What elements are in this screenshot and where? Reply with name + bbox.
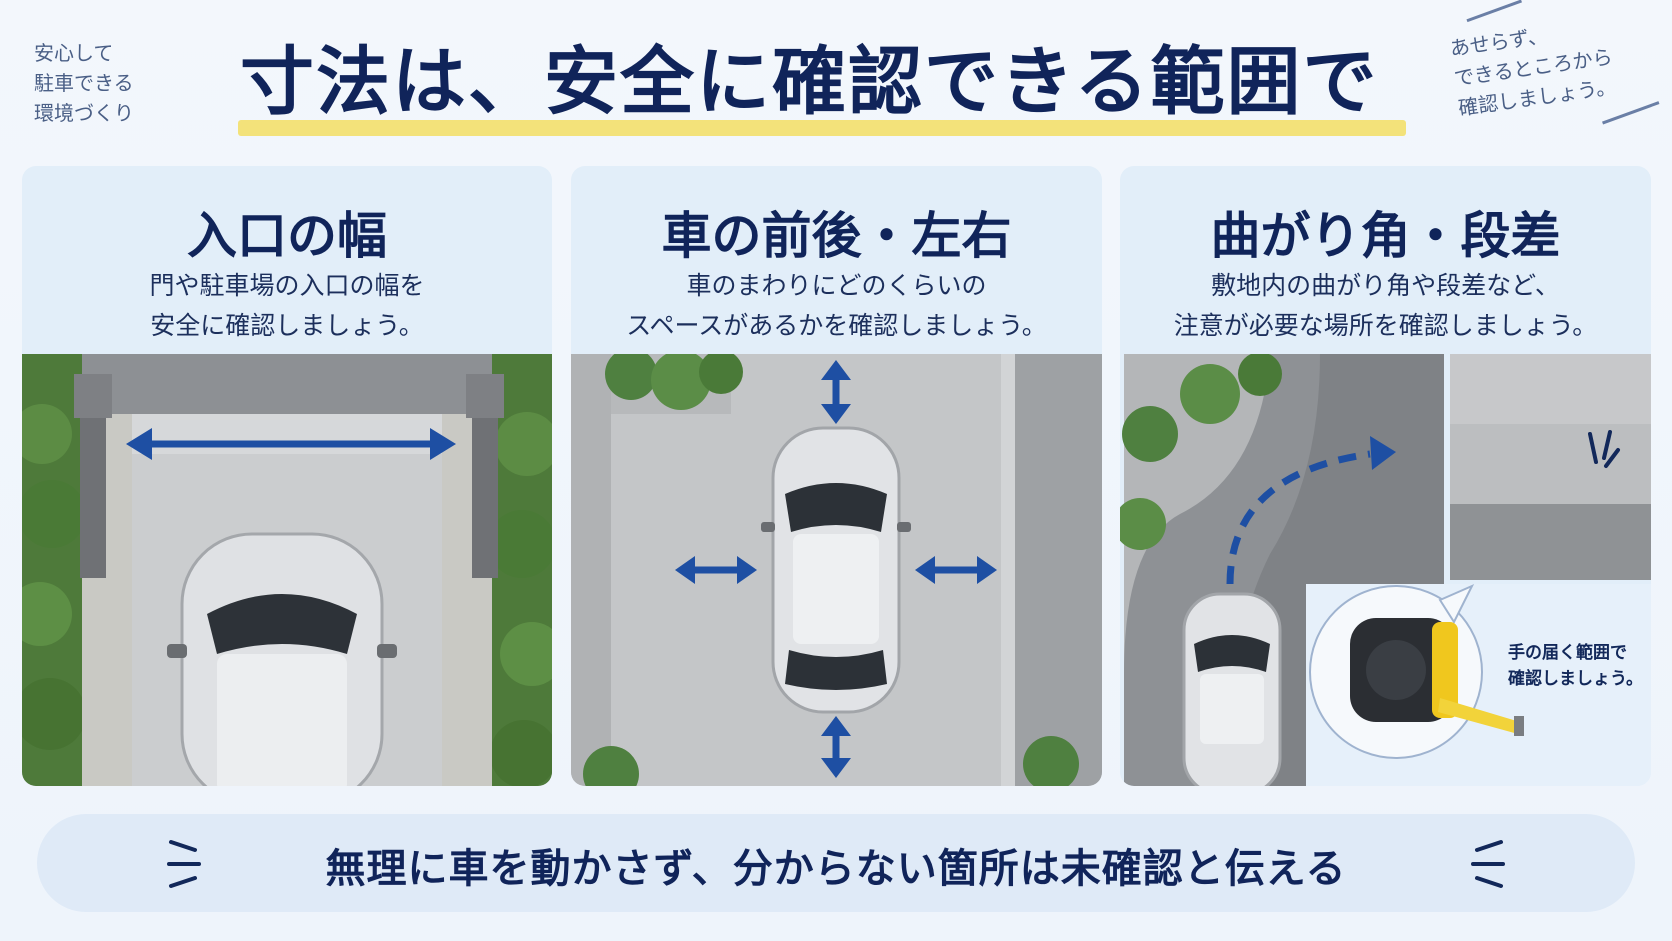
panel-description: 車のまわりにどのくらいの スペースがあるかを確認しましょう。 (571, 266, 1102, 346)
double-arrow-icon (821, 360, 851, 424)
description-line: スペースがあるかを確認しましょう。 (626, 311, 1047, 340)
callout-text: 手の届く範囲で 確認しましょう。 (1508, 640, 1643, 692)
description-line: 注意が必要な場所を確認しましょう。 (1173, 311, 1598, 340)
panel-description: 門や駐車場の入口の幅を 安全に確認しましょう。 (22, 266, 552, 346)
panel-title: 曲がり角・段差 (1210, 207, 1561, 265)
entrance-photo (22, 354, 552, 786)
panel-title: 入口の幅 (187, 207, 387, 265)
corner-note-line: 駐車できる (34, 71, 134, 95)
title-highlight (238, 120, 1406, 136)
car-icon (1182, 592, 1282, 786)
callout-line: 手の届く範囲で (1508, 643, 1627, 663)
corner-note-line: 安心して (34, 41, 114, 65)
spark-icon (1588, 430, 1620, 468)
panel-entrance-width: 入口の幅 門や駐車場の入口の幅を 安全に確認しましょう。 (22, 166, 552, 786)
tape-measure-icon (1350, 618, 1524, 736)
corner-note-left: 安心して 駐車できる 環境づくり (34, 38, 134, 128)
spark-icon (167, 840, 201, 888)
panel-corners-steps: 曲がり角・段差 敷地内の曲がり角や段差など、 注意が必要な場所を確認しましょう。 (1120, 166, 1651, 786)
description-line: 安全に確認しましょう。 (150, 311, 424, 340)
curved-dashed-arrow-icon (1226, 436, 1396, 585)
bottom-banner: 無理に車を動かさず、分からない箇所は未確認と伝える (37, 814, 1635, 912)
page-title: 寸法は、安全に確認できる範囲で (240, 39, 1379, 125)
description-line: 車のまわりにどのくらいの (686, 271, 987, 300)
car-icon (761, 426, 911, 714)
decorative-line (1466, 0, 1522, 23)
description-line: 敷地内の曲がり角や段差など、 (1211, 271, 1560, 300)
double-arrow-icon (821, 716, 851, 778)
description-line: 門や駐車場の入口の幅を (149, 271, 425, 300)
spark-icon (1471, 840, 1505, 888)
double-arrow-icon (675, 556, 757, 584)
double-arrow-icon (915, 556, 997, 584)
panel-description: 敷地内の曲がり角や段差など、 注意が必要な場所を確認しましょう。 (1120, 266, 1651, 346)
corner-step-photo: 手の届く範囲で 確認しましょう。 (1120, 354, 1651, 786)
corner-note-line: 環境づくり (34, 101, 134, 125)
car-icon (167, 532, 397, 786)
decorative-line (1602, 101, 1660, 125)
callout-line: 確認しましょう。 (1508, 669, 1643, 689)
parking-space-photo (571, 354, 1102, 786)
corner-note-right: あせらず、 できるところから 確認しましょう。 (1448, 0, 1660, 125)
banner-text: 無理に車を動かさず、分からない箇所は未確認と伝える (325, 846, 1347, 892)
panel-title: 車の前後・左右 (661, 207, 1012, 265)
double-arrow-icon (126, 428, 456, 460)
panel-car-surroundings: 車の前後・左右 車のまわりにどのくらいの スペースがあるかを確認しましょう。 (571, 166, 1102, 786)
